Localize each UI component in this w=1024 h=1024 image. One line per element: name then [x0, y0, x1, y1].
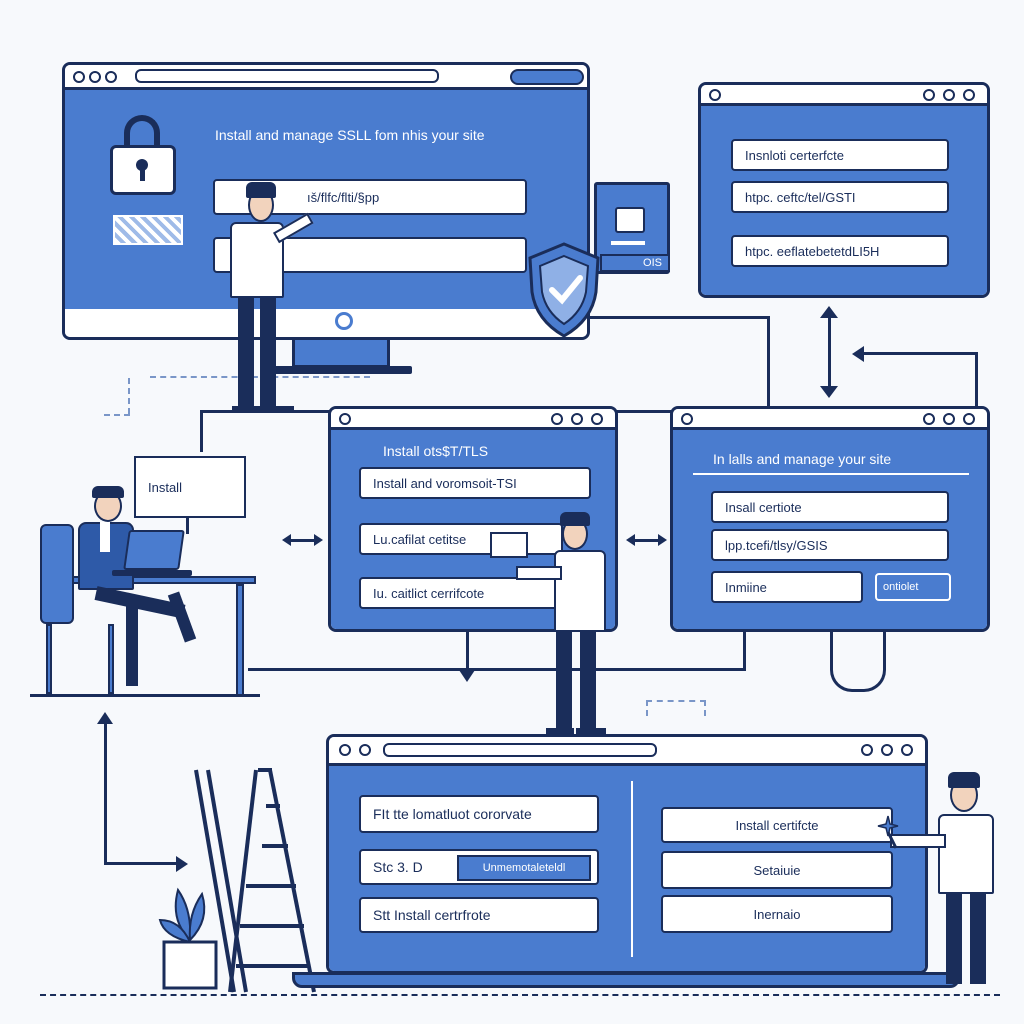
dashed-guide	[128, 378, 130, 414]
browser-toggle-icon[interactable]	[510, 69, 584, 85]
main-window-heading: Install and manage SSLL fom nhis your si…	[215, 127, 485, 143]
bottom-right-field-3[interactable]: Inernaio	[661, 895, 893, 933]
certificate-path-field[interactable]: htpc. eeflatebetetdLI5H	[731, 235, 949, 267]
person-pointing	[510, 512, 610, 736]
right-mid-window: In lalls and manage your site Insall cer…	[670, 406, 990, 632]
cert-badge: OIS	[600, 254, 670, 272]
bottom-laptop-window: FIt tte lomatluot cororvate Stc 3. D Unm…	[326, 734, 928, 974]
right-mid-window-heading: In lalls and manage your site	[713, 451, 892, 467]
connector-line	[767, 316, 770, 413]
ground-line	[40, 994, 1000, 996]
arrow-up-down-icon	[828, 312, 831, 392]
window-control-dot[interactable]	[571, 413, 583, 425]
arrow-left-right-icon	[632, 539, 660, 542]
monitor-base	[260, 366, 412, 374]
connector-line	[248, 668, 746, 671]
window-control-dot[interactable]	[943, 89, 955, 101]
lock-icon	[110, 115, 180, 195]
window-control-dot[interactable]	[923, 89, 935, 101]
certificate-select-field[interactable]: Lu.cafilat cetitse	[359, 523, 563, 555]
connector-line	[975, 352, 978, 408]
window-control-dot[interactable]	[709, 89, 721, 101]
arrow-left-icon	[852, 346, 864, 362]
dashed-guide	[646, 700, 706, 716]
window-control-dot[interactable]	[359, 744, 371, 756]
main-window-titlebar	[65, 65, 587, 90]
main-browser-window: Install and manage SSLL fom nhis your si…	[62, 62, 590, 340]
window-control-dot[interactable]	[963, 413, 975, 425]
certificate-url-field[interactable]: htpc. ceftc/tel/GSTI	[731, 181, 949, 213]
bottom-inline-button[interactable]: Unmemotaleteldl	[457, 855, 591, 881]
desk-panel: Install	[134, 456, 246, 518]
bottom-right-field-1[interactable]: Install certifcte	[661, 807, 893, 843]
arrow-left-right-icon	[288, 539, 316, 542]
window-control-dot[interactable]	[901, 744, 913, 756]
sparkle-icon	[877, 815, 899, 849]
bottom-right-field-2[interactable]: Setaiuie	[661, 851, 893, 889]
domain-field[interactable]: Inmiine	[711, 571, 863, 603]
submit-button[interactable]: ontiolet	[875, 573, 951, 601]
window-control-dot[interactable]	[881, 744, 893, 756]
window-control-dot[interactable]	[963, 89, 975, 101]
power-button-icon[interactable]	[335, 312, 353, 330]
envelope-icon	[490, 532, 528, 558]
certificate-file-field[interactable]: Iu. caitlict cerrifcote	[359, 577, 591, 609]
connector-line	[743, 632, 746, 671]
dashed-guide	[104, 414, 130, 416]
window-control-dot[interactable]	[339, 744, 351, 756]
address-bar[interactable]	[383, 743, 657, 757]
connector-line	[466, 632, 469, 672]
connector-line	[862, 352, 978, 355]
bottom-left-field-1[interactable]: FIt tte lomatluot cororvate	[359, 795, 599, 833]
right-top-window: Insnloti certerfcte htpc. ceftc/tel/GSTI…	[698, 82, 990, 298]
connector-loop	[830, 630, 886, 692]
url-input-value: ıš/flfc/flti/§pp	[307, 189, 380, 205]
arrow-right-icon	[176, 856, 188, 872]
install-field[interactable]: Install and voromsoit-TSI	[359, 467, 591, 499]
person-installing	[884, 772, 1004, 990]
laptop-icon	[123, 530, 185, 570]
connector-line	[104, 722, 107, 864]
arrow-up-icon	[97, 712, 113, 724]
pattern-icon	[113, 215, 183, 245]
ladder-icon	[194, 768, 316, 993]
connector-line	[104, 862, 178, 865]
window-control-dot[interactable]	[861, 744, 873, 756]
window-control-dot[interactable]	[591, 413, 603, 425]
window-control-dot[interactable]	[73, 71, 85, 83]
chair	[40, 524, 74, 624]
window-control-dot[interactable]	[105, 71, 117, 83]
window-control-dot[interactable]	[681, 413, 693, 425]
window-control-dot[interactable]	[551, 413, 563, 425]
person-typing	[226, 182, 316, 414]
connector-line	[200, 412, 203, 452]
window-control-dot[interactable]	[923, 413, 935, 425]
window-control-dot[interactable]	[339, 413, 351, 425]
seated-person	[56, 486, 206, 696]
url-path-field[interactable]: lpp.tcefi/tlsy/GSIS	[711, 529, 949, 561]
certificate-field[interactable]: Insnloti certerfcte	[731, 139, 949, 171]
install-certificate-field[interactable]: Insall certiote	[711, 491, 949, 523]
center-window-heading: Install ots$T/TLS	[383, 443, 489, 459]
plant-icon	[158, 887, 218, 990]
address-bar[interactable]	[135, 69, 439, 83]
connector-line	[590, 316, 770, 319]
window-control-dot[interactable]	[943, 413, 955, 425]
window-control-dot[interactable]	[89, 71, 101, 83]
arrow-down-icon	[459, 670, 475, 682]
bottom-left-field-3[interactable]: Stt Install certrfrote	[359, 897, 599, 933]
laptop-base	[292, 972, 960, 988]
shield-check-icon	[528, 242, 600, 338]
